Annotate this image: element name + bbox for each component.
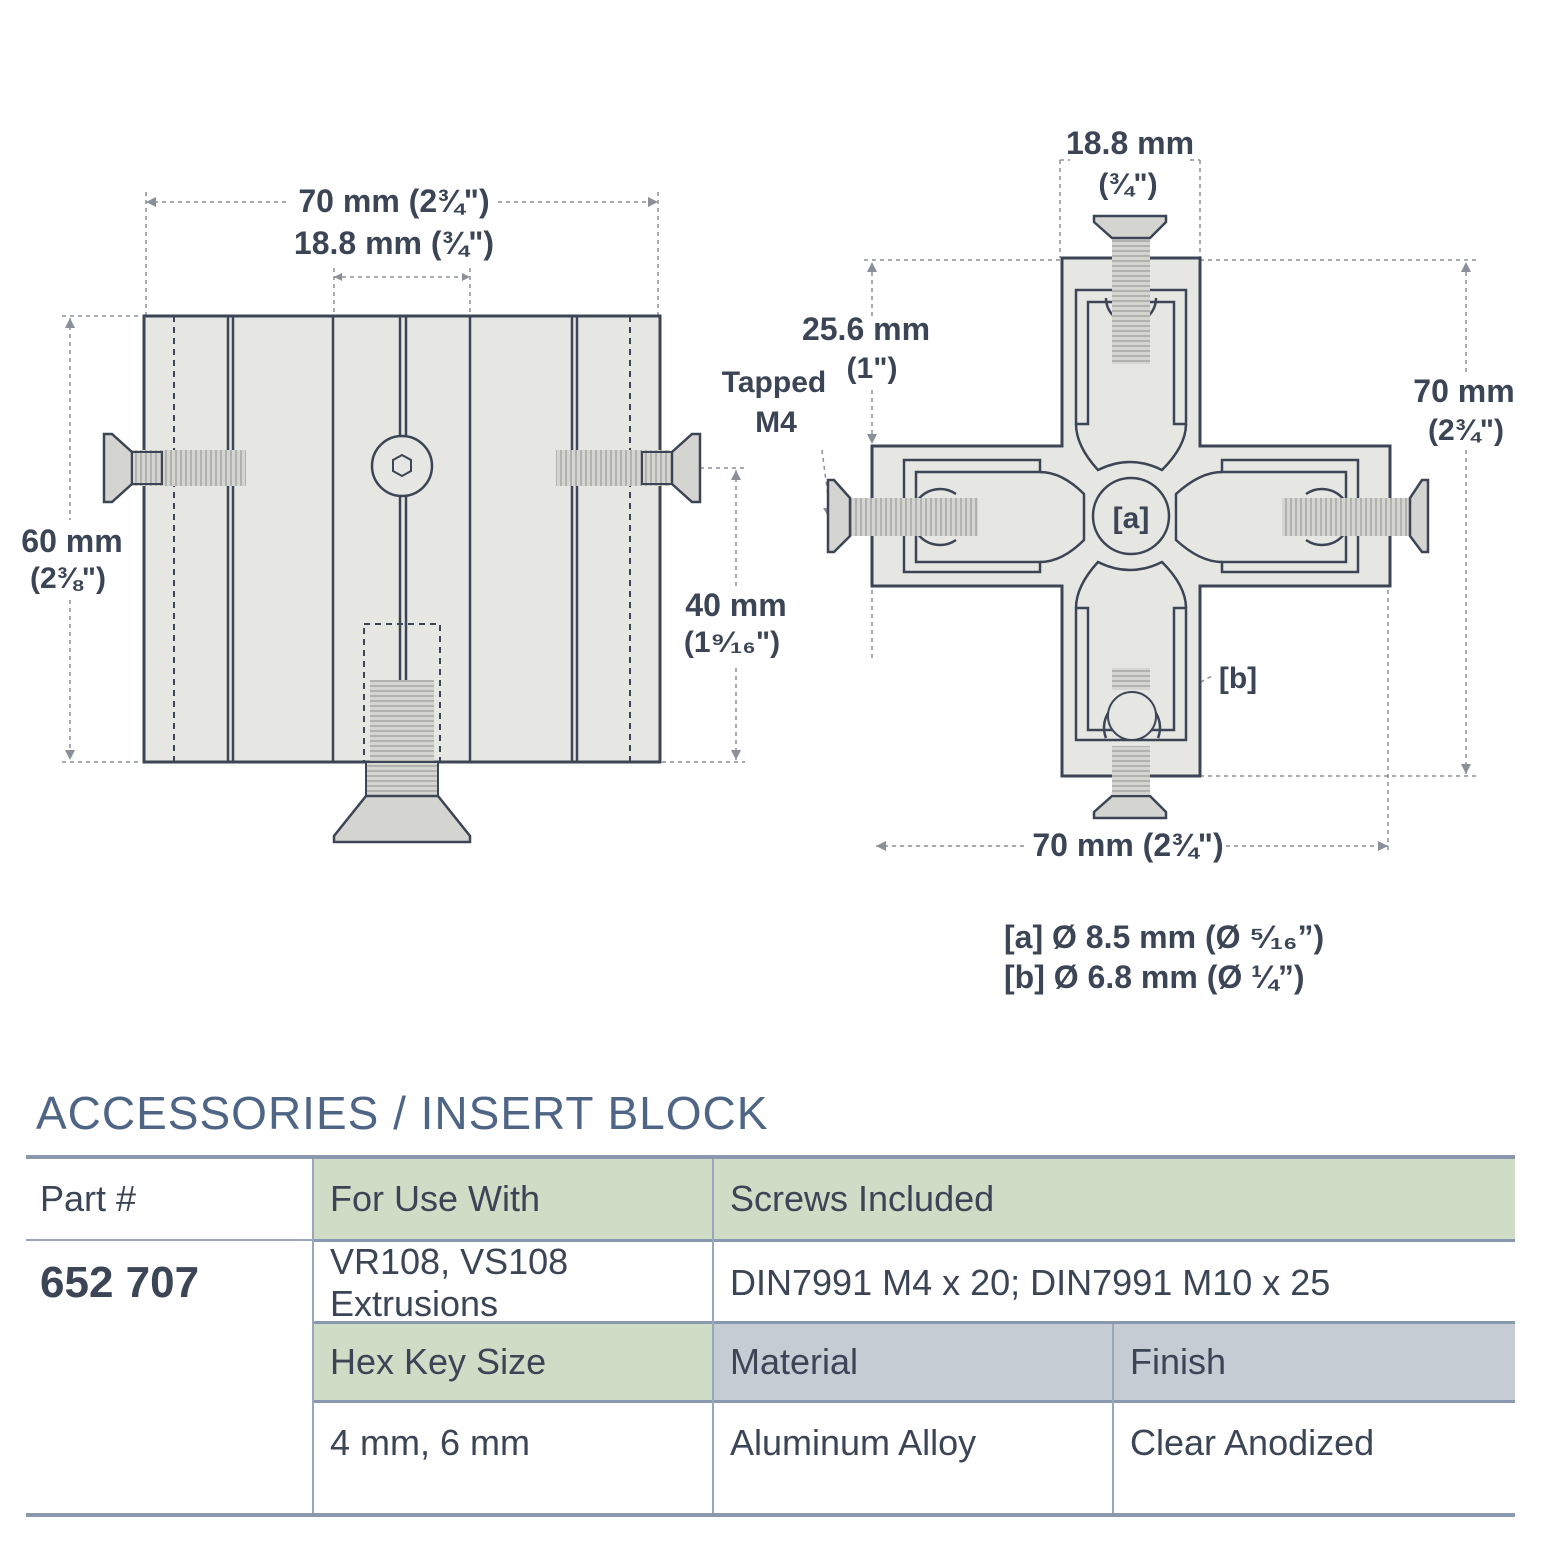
hex-key-size-label: Hex Key Size — [314, 1324, 712, 1400]
side-screw-left — [102, 432, 246, 504]
screws-included-value: DIN7991 M4 x 20; DIN7991 M10 x 25 — [730, 1262, 1331, 1303]
dim-height-mm: 60 mm — [21, 523, 122, 559]
front-screw-left — [826, 478, 978, 554]
dim-arm-mm: 25.6 mm — [802, 311, 930, 347]
front-screw-top — [1092, 214, 1168, 364]
screws-included-label: Screws Included — [714, 1159, 1515, 1239]
tapped-size: M4 — [755, 406, 797, 439]
spec-table: Part # For Use With Screws Included 652 … — [26, 1155, 1515, 1517]
part-number-label: Part # — [40, 1178, 137, 1219]
hex-socket-icon — [370, 434, 434, 498]
front-screw-right — [1282, 478, 1430, 554]
dim-screw-height-mm: 40 mm — [685, 587, 786, 623]
technical-drawing: 70 mm (2¾") 18.8 mm (¾") 60 mm (2⅜") 40 … — [21, 125, 1515, 995]
part-number-value: 652 707 — [40, 1258, 200, 1307]
note-hole-b: [b] Ø 6.8 mm (Ø ¼”) — [1004, 959, 1304, 995]
side-screw-right — [556, 432, 702, 504]
dim-screw-height-in: (1⁹⁄₁₆") — [684, 626, 780, 659]
dim-height-in: (2⅜") — [30, 562, 106, 595]
dim-right-mm: 70 mm — [1413, 373, 1514, 409]
material-value: Aluminum Alloy — [730, 1422, 977, 1463]
insert-block-cross — [870, 256, 1392, 778]
front-view: 18.8 mm (¾") 25.6 mm (1") Tapped M4 70 m… — [722, 125, 1515, 995]
dim-center-width: 18.8 mm (¾") — [294, 225, 494, 261]
finish-label: Finish — [1114, 1324, 1515, 1400]
front-screw-bottom — [1092, 668, 1168, 820]
section-title: ACCESSORIES / INSERT BLOCK — [36, 1087, 769, 1139]
hole-b-label: [b] — [1219, 662, 1257, 695]
hex-key-size-value: 4 mm, 6 mm — [330, 1422, 531, 1463]
material-label: Material — [714, 1324, 1112, 1400]
tapped-label: Tapped — [722, 366, 826, 399]
dim-right-in: (2¾") — [1428, 414, 1504, 447]
note-hole-a: [a] Ø 8.5 mm (Ø ⁵⁄₁₆”) — [1004, 919, 1324, 955]
dim-arm-in: (1") — [847, 352, 898, 385]
for-use-with-label: For Use With — [314, 1159, 712, 1239]
dim-top-mm: 18.8 mm — [1066, 125, 1194, 161]
dim-top-in: (¾") — [1098, 168, 1157, 201]
dim-overall-width: 70 mm (2¾") — [298, 183, 489, 219]
side-screw-bottom — [332, 761, 472, 844]
for-use-with-value: VR108, VS108 Extrusions — [330, 1241, 569, 1324]
dim-bottom: 70 mm (2¾") — [1032, 827, 1223, 863]
side-view: 70 mm (2¾") 18.8 mm (¾") 60 mm (2⅜") 40 … — [21, 183, 787, 844]
finish-value: Clear Anodized — [1130, 1422, 1375, 1463]
hole-a-label: [a] — [1113, 502, 1150, 535]
